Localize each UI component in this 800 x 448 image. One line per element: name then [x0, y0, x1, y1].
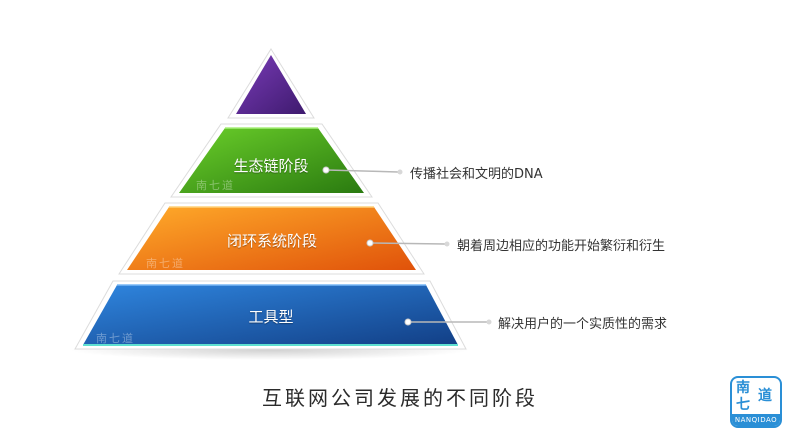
tier-label-ecosystem: 生态链阶段 [233, 157, 309, 175]
connector-closed-loop [366, 239, 450, 247]
tier-tool [74, 280, 467, 350]
watermark-closed-loop: 南七道 [146, 257, 185, 270]
tier-label-tool: 工具型 [248, 308, 294, 326]
logo-char-1: 南 [736, 380, 750, 396]
logo-char-2: 七 [736, 397, 750, 413]
watermark-ecosystem: 南七道 [196, 179, 235, 192]
diagram-title: 互联网公司发展的不同阶段 [262, 386, 538, 410]
tier-ecosystem [170, 123, 373, 198]
connector-ecosystem [322, 166, 403, 175]
tier-label-closed-loop: 闭环系统阶段 [226, 232, 317, 250]
connector-tool [404, 318, 492, 326]
desc-tool: 解决用户的一个实质性的需求 [498, 317, 668, 332]
watermark-tool: 南七道 [96, 332, 135, 345]
tier-top [227, 48, 315, 119]
logo-brand-text: NANQIDAO [732, 414, 780, 426]
desc-closed-loop: 朝着周边相应的功能开始繁衍和衍生 [457, 239, 666, 254]
tier-closed-loop [118, 202, 425, 275]
brand-logo: 南 七 道 NANQIDAO [730, 376, 782, 428]
logo-char-3: 道 [758, 388, 772, 404]
desc-ecosystem: 传播社会和文明的DNA [410, 167, 543, 182]
